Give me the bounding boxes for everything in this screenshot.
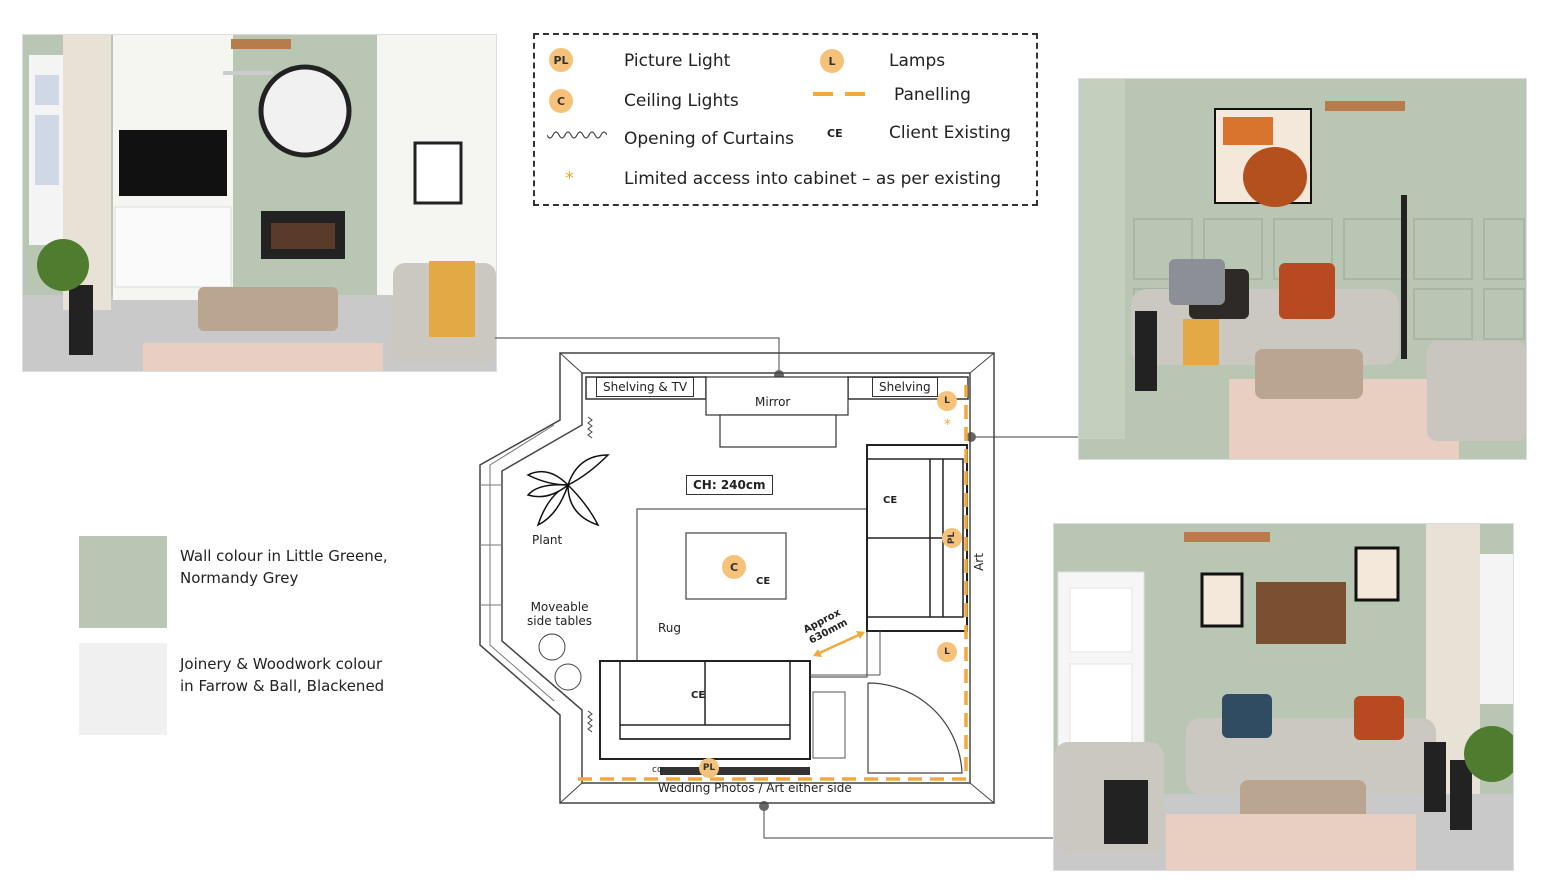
moodboard-photo-sofa-wall [1078,78,1527,460]
joinery-colour-swatch [79,643,167,735]
picture-light-badge: PL [549,48,573,72]
legend-label-lamps: Lamps [889,51,946,71]
moveable-tables-label: Moveable side tables [527,600,593,628]
shelving-label: Shelving [872,377,938,397]
asterisk-icon: * [565,168,574,189]
wall-colour-label: Wall colour in Little Greene, Normandy G… [180,547,388,587]
joinery-colour-label: Joinery & Woodwork colour in Farrow & Ba… [180,655,385,695]
legend-label-picture-light: Picture Light [624,51,731,71]
client-existing-marker-sofa-bottom: CE [691,690,706,701]
lamp-badge: L [820,49,844,73]
client-existing-marker-table: CE [756,576,771,587]
plant-label: Plant [532,533,563,547]
legend-label-curtains: Opening of Curtains [624,129,794,149]
rug-label: Rug [658,621,682,635]
client-existing-badge: CE [827,127,843,140]
ceiling-light-badge: C [549,89,573,113]
panelling-line-icon [813,92,873,96]
client-existing-marker-sofa-right: CE [883,495,898,506]
mirror-label: Mirror [755,395,791,409]
wall-colour-swatch [79,536,167,628]
ceiling-height-label: CH: 240cm [686,475,773,495]
lamp-marker-corner: L [937,642,957,662]
moodboard-photo-tv-wall [22,34,497,372]
picture-light-marker-wedding: PL [699,758,719,778]
ceiling-light-marker: C [722,555,746,579]
svg-text:*: * [944,417,951,433]
art-label: Art [971,553,986,571]
legend-box: PL Picture Light C Ceiling Lights Openin… [533,33,1038,206]
legend-label-ceiling-lights: Ceiling Lights [624,91,739,111]
legend-label-limited-access: Limited access into cabinet – as per exi… [624,169,1002,189]
shelving-tv-label: Shelving & TV [596,377,695,397]
wedding-photos-label: Wedding Photos / Art either side [658,781,852,795]
lamp-marker-top: L [937,391,957,411]
legend-label-panelling: Panelling [894,85,971,105]
moodboard-photo-door-wall [1053,523,1514,871]
curtain-abbrev-label: co [652,765,663,775]
picture-light-marker-art: PL [942,528,962,548]
curtain-opening-icon [547,131,607,139]
floor-plan: * Shelving & TV Shelving Mirror CH: 240c… [470,345,1005,810]
legend-label-client-existing: Client Existing [889,123,1011,143]
